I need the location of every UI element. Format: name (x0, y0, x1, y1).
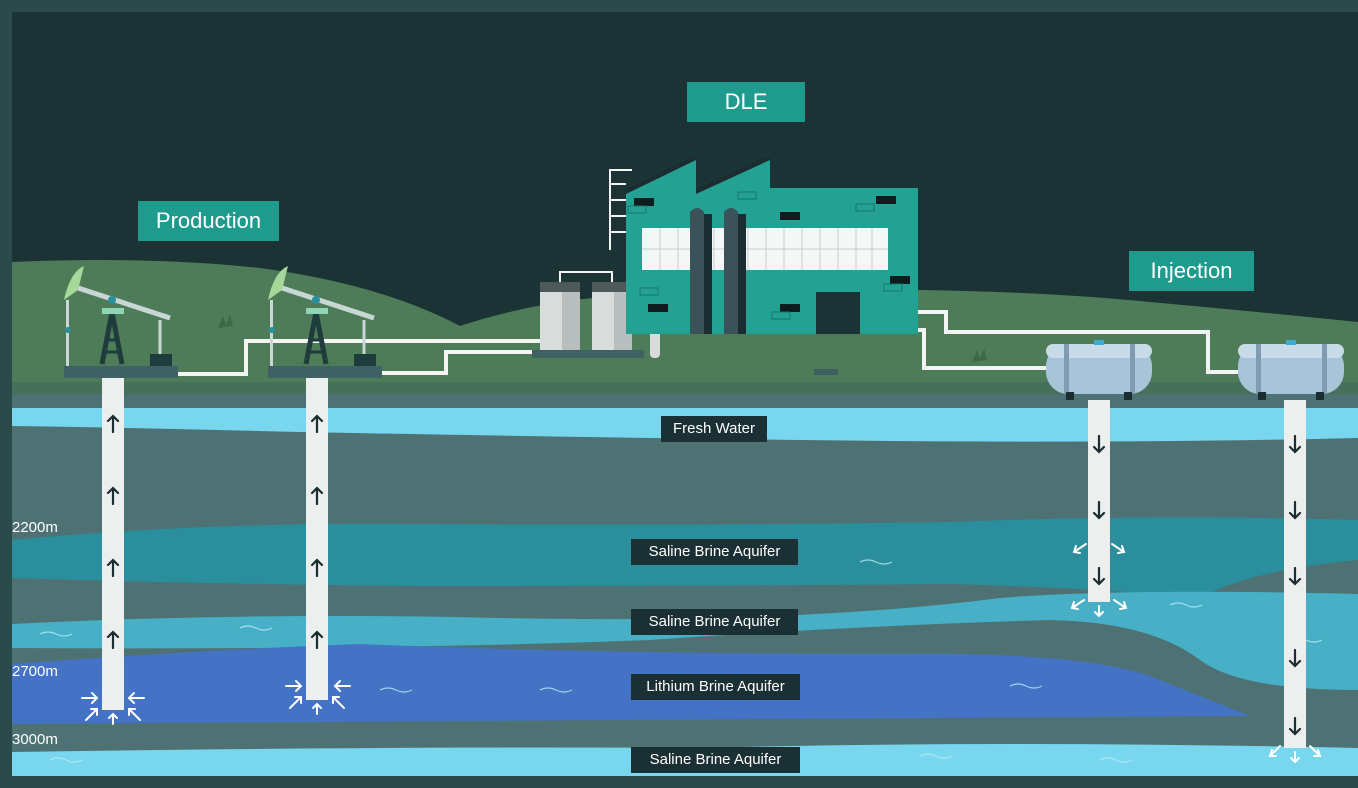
water-ripples (39, 559, 1323, 763)
pipelines (176, 310, 1240, 376)
storage-tank-icon (1046, 340, 1152, 400)
production-well-1 (102, 378, 124, 710)
production-well-2 (306, 378, 328, 700)
dle-title-label: DLE (687, 82, 805, 122)
outflow-arrow-icon (1070, 543, 1322, 764)
depth-label: 2200m (12, 519, 58, 536)
grass-tufts (218, 314, 987, 362)
inflow-arrow-icon (81, 680, 351, 725)
lithium-brine-aquifer-label: Lithium Brine Aquifer (631, 674, 800, 700)
saline-brine-aquifer-2 (12, 591, 1358, 690)
injection-label: Injection (1129, 251, 1254, 291)
depth-label: 2700m (12, 663, 58, 680)
production-label: Production (138, 201, 279, 241)
storage-tank-icon (1238, 340, 1344, 400)
down-arrow-icon (1092, 434, 1302, 736)
saline-brine-aquifer-label: Saline Brine Aquifer (631, 747, 800, 773)
pump-jack-icon (64, 266, 178, 378)
saline-brine-aquifer-label: Saline Brine Aquifer (631, 609, 798, 635)
ground-edge (12, 382, 1358, 394)
saline-brine-aquifer-label: Saline Brine Aquifer (631, 539, 798, 565)
pipe-vent (814, 369, 838, 375)
up-arrow-icon (106, 414, 324, 650)
pump-jack-icon (268, 266, 382, 378)
depth-label: 3000m (12, 731, 58, 748)
fresh-water-label: Fresh Water (661, 416, 767, 442)
factory-icon (609, 154, 918, 334)
